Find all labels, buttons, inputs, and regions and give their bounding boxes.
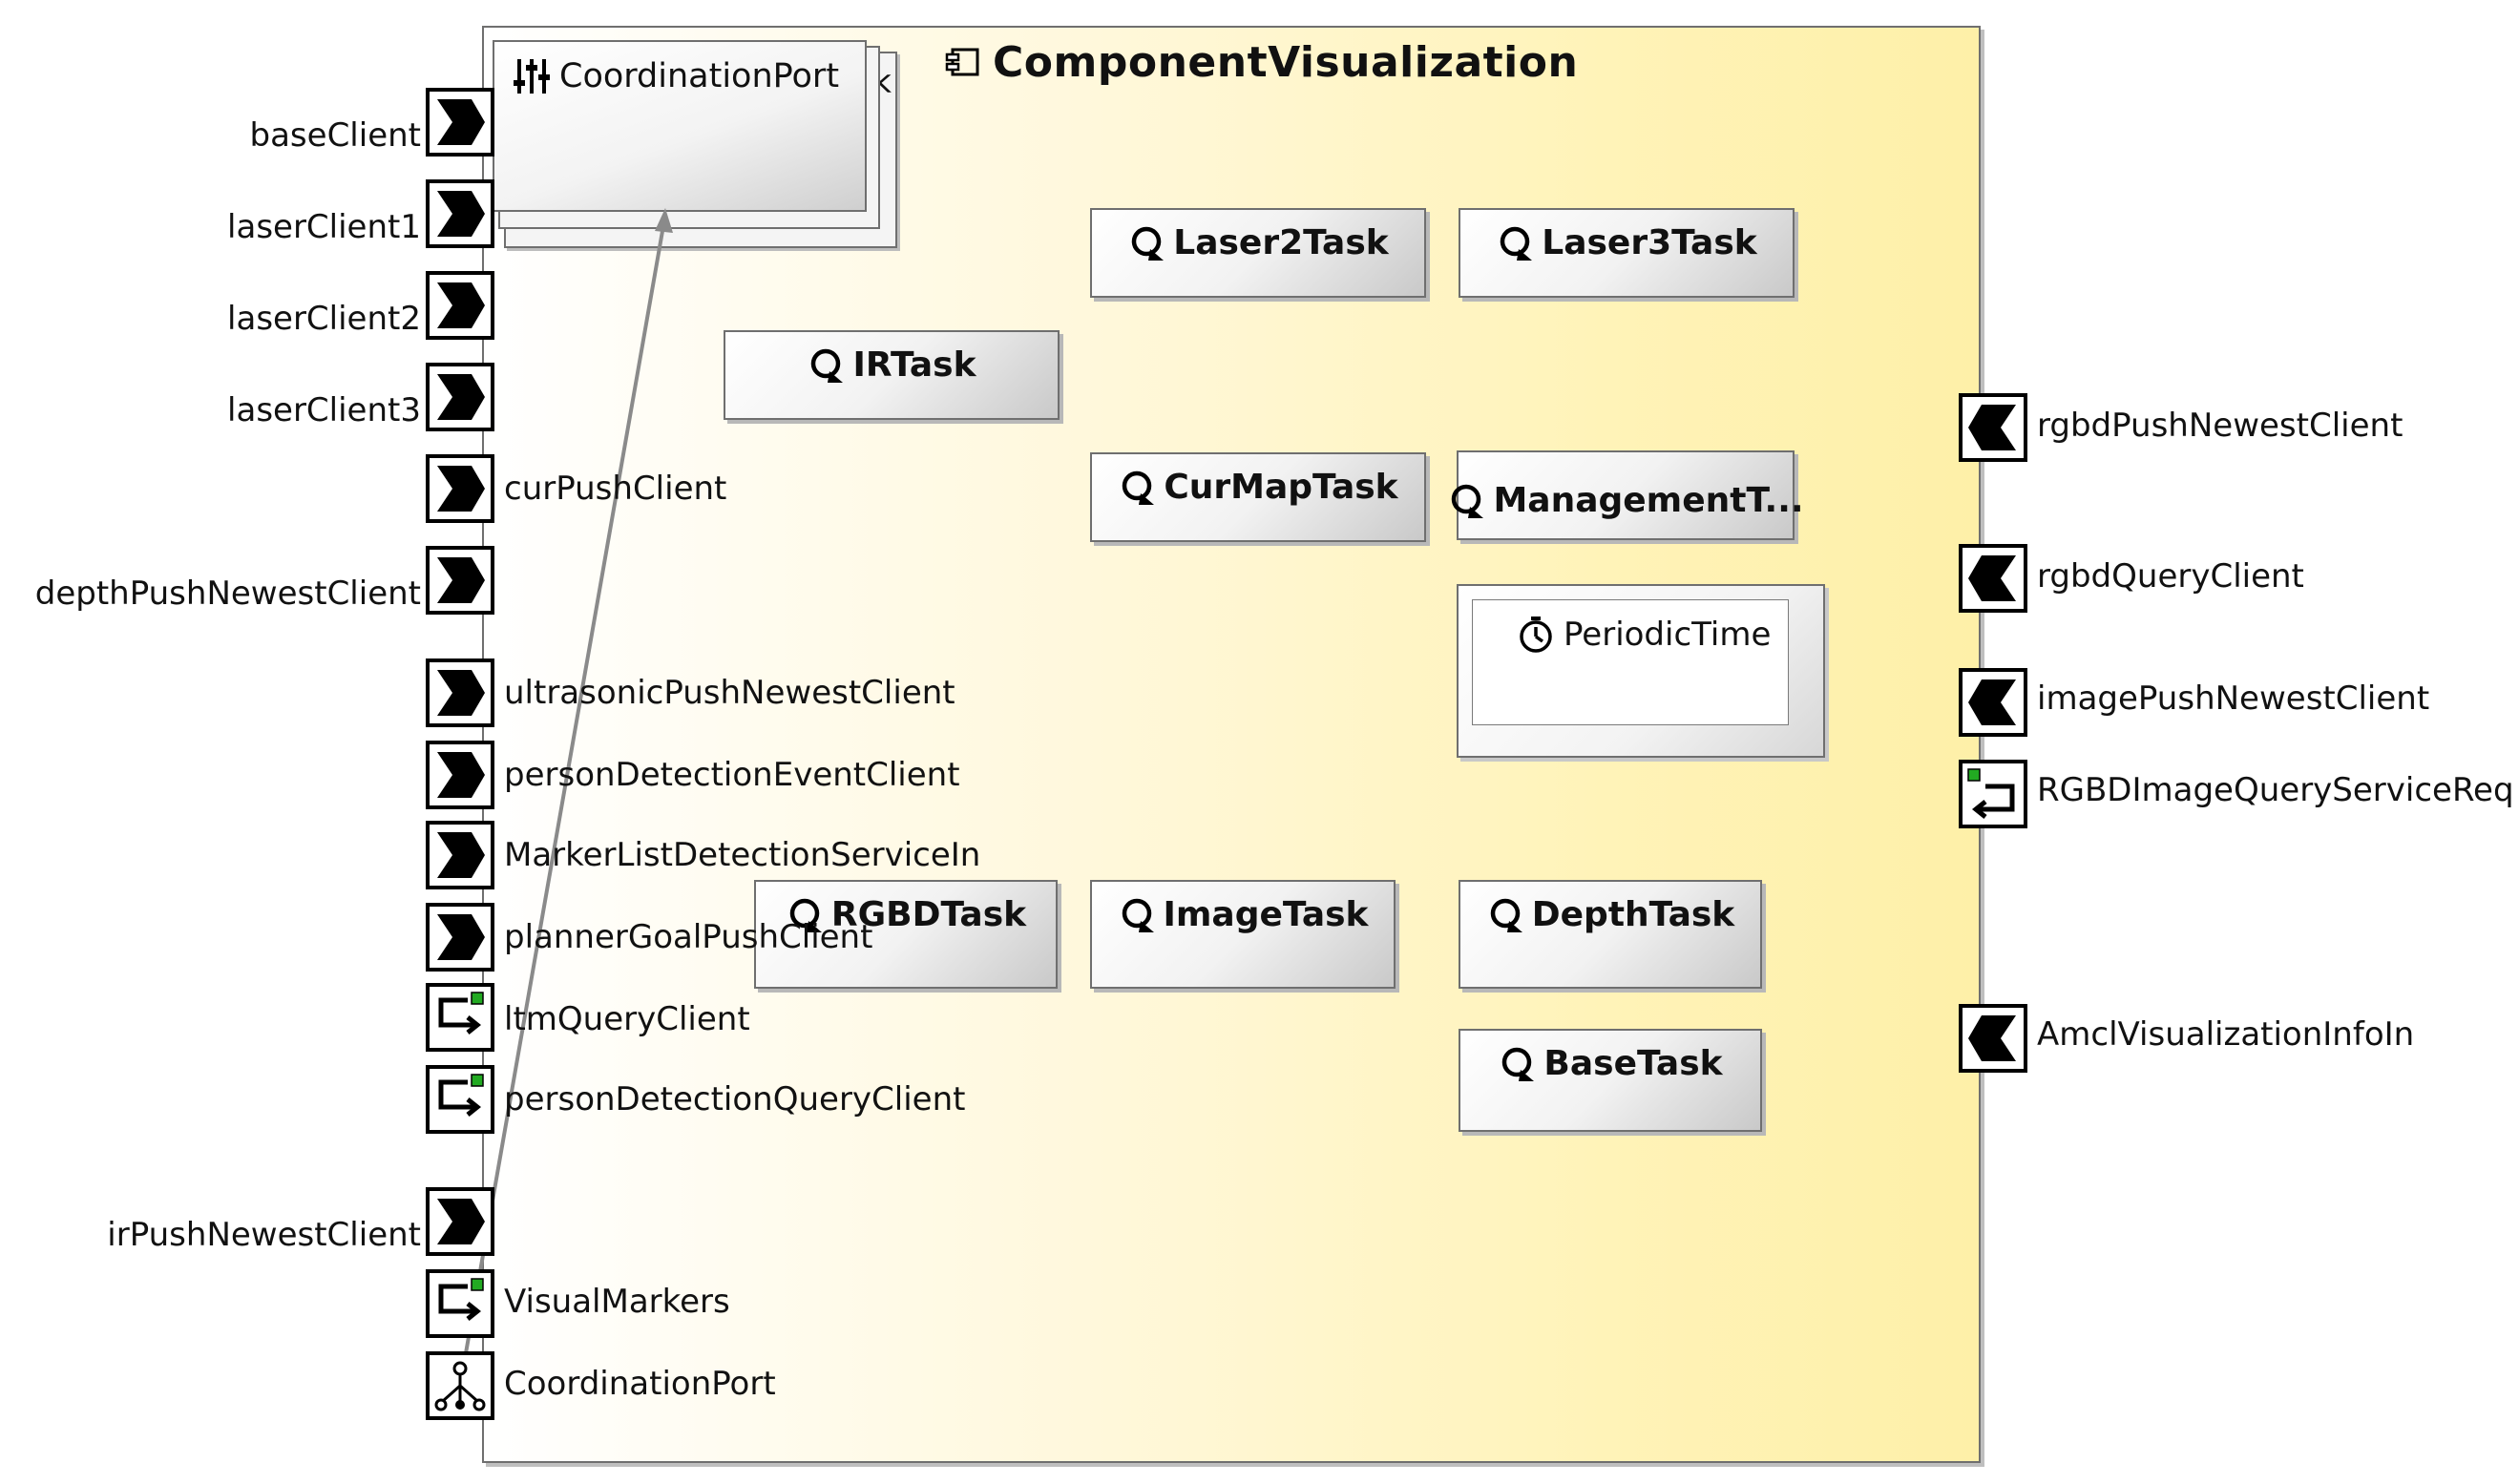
port-VisualMarkers[interactable] (426, 1269, 494, 1338)
port-label: curPushClient (504, 470, 727, 508)
query-client-icon (438, 992, 484, 1035)
push-out-icon (1968, 555, 2016, 601)
coordination-box[interactable]: CoordinationPort (493, 40, 867, 212)
port-label: personDetectionEventClient (504, 756, 960, 794)
port-personDetectionEventClient[interactable] (426, 741, 494, 809)
coordination-connector (464, 214, 667, 1354)
task-cycle-icon (811, 348, 844, 383)
periodic-timer-label: PeriodicTime (1564, 616, 1772, 654)
port-CoordinationPort[interactable] (426, 1351, 494, 1420)
port-MarkerListDetectionServiceIn[interactable] (426, 821, 494, 889)
task-cycle-icon (1501, 226, 1533, 261)
task-cycle-icon (789, 898, 822, 932)
component-icon (945, 48, 979, 76)
task-rgbd[interactable]: RGBDTask (754, 880, 1058, 989)
query-server-icon (1967, 768, 2015, 819)
task-management[interactable]: ManagementT... (1452, 450, 1804, 540)
push-in-icon (437, 466, 485, 512)
port-laserClient3[interactable] (426, 363, 494, 431)
task-label: BaseTask (1543, 1044, 1723, 1083)
task-depth[interactable]: DepthTask (1459, 880, 1762, 989)
push-in-icon (437, 914, 485, 960)
push-in-icon (437, 670, 485, 716)
port-label: laserClient2 (227, 300, 421, 338)
task-label: Laser2Task (1173, 223, 1389, 262)
push-in-icon (437, 752, 485, 798)
task-laser3[interactable]: Laser3Task (1459, 208, 1795, 298)
port-label: ltmQueryClient (504, 1000, 750, 1038)
push-in-icon (437, 832, 485, 878)
coordination-port-icon (434, 1361, 486, 1411)
port-label: MarkerListDetectionServiceIn (504, 836, 981, 874)
port-label: laserClient3 (227, 391, 421, 429)
push-in-icon (437, 99, 485, 145)
port-label: baseClient (249, 116, 421, 155)
port-label: RGBDImageQueryServiceReq (2037, 771, 2514, 809)
push-out-icon (1968, 1015, 2016, 1061)
query-client-icon (438, 1278, 484, 1321)
port-baseClient[interactable] (426, 88, 494, 157)
timer-icon (1520, 617, 1552, 653)
port-label: AmclVisualizationInfoIn (2037, 1015, 2415, 1054)
periodic-timer[interactable]: PeriodicTime (1457, 584, 1825, 758)
task-image[interactable]: ImageTask (1090, 880, 1396, 989)
task-base[interactable]: BaseTask (1459, 1029, 1762, 1132)
port-laserClient1[interactable] (426, 179, 494, 248)
port-plannerGoalPushClient[interactable] (426, 903, 494, 972)
connector-arrowhead (655, 208, 673, 233)
port-personDetectionQueryClient[interactable] (426, 1065, 494, 1134)
task-cycle-icon (1123, 470, 1155, 505)
port-label: personDetectionQueryClient (504, 1080, 966, 1118)
port-label: laserClient1 (227, 208, 421, 246)
port-imagePushNewestClient[interactable] (1959, 668, 2027, 737)
task-label: RGBDTask (830, 895, 1027, 934)
port-depthPushNewestClient[interactable] (426, 546, 494, 615)
task-label: IRTask (852, 345, 976, 385)
port-label: plannerGoalPushClient (504, 918, 873, 956)
port-label: irPushNewestClient (107, 1216, 421, 1254)
task-label: CurMapTask (1164, 468, 1398, 507)
port-label: ultrasonicPushNewestClient (504, 674, 955, 712)
task-label: ImageTask (1163, 895, 1369, 934)
port-ltmQueryClient[interactable] (426, 983, 494, 1052)
port-laserClient2[interactable] (426, 271, 494, 340)
port-curPushClient[interactable] (426, 454, 494, 523)
push-in-icon (437, 1199, 485, 1244)
task-cycle-icon (1122, 898, 1154, 932)
task-laser2[interactable]: Laser2Task (1090, 208, 1426, 298)
port-irPushNewestClient[interactable] (426, 1187, 494, 1256)
port-label: rgbdQueryClient (2037, 557, 2304, 596)
task-curmap[interactable]: CurMapTask (1090, 452, 1426, 542)
task-label: Laser3Task (1542, 223, 1757, 262)
port-label: rgbdPushNewestClient (2037, 407, 2404, 445)
task-cycle-icon (1132, 226, 1165, 261)
port-ultrasonicPushNewestClient[interactable] (426, 658, 494, 727)
push-in-icon (437, 282, 485, 328)
coordination-box-label: CoordinationPort (559, 57, 840, 95)
port-label: depthPushNewestClient (34, 575, 421, 613)
push-in-icon (437, 374, 485, 420)
component-title: ComponentVisualization (993, 38, 1579, 87)
port-rgbdPushNewestClient[interactable] (1959, 393, 2027, 462)
push-out-icon (1968, 679, 2016, 725)
port-AmclVisualizationInfoIn[interactable] (1959, 1004, 2027, 1073)
port-label: imagePushNewestClient (2037, 679, 2430, 718)
port-rgbdQueryClient[interactable] (1959, 544, 2027, 613)
port-label: CoordinationPort (504, 1365, 776, 1403)
port-label: VisualMarkers (504, 1283, 730, 1321)
task-cycle-icon (1502, 1047, 1535, 1081)
task-cycle-icon (1452, 484, 1484, 518)
periodic-timer-inner (1472, 599, 1789, 725)
task-label: ManagementT... (1493, 481, 1804, 520)
equalizer-icon (514, 59, 550, 94)
push-in-icon (437, 191, 485, 237)
task-label: DepthTask (1531, 895, 1735, 934)
push-in-icon (437, 557, 485, 603)
query-client-icon (438, 1074, 484, 1117)
push-out-icon (1968, 405, 2016, 450)
task-ir[interactable]: IRTask (724, 330, 1060, 420)
port-RGBDImageQueryServiceReq[interactable] (1959, 760, 2027, 828)
task-cycle-icon (1490, 898, 1522, 932)
